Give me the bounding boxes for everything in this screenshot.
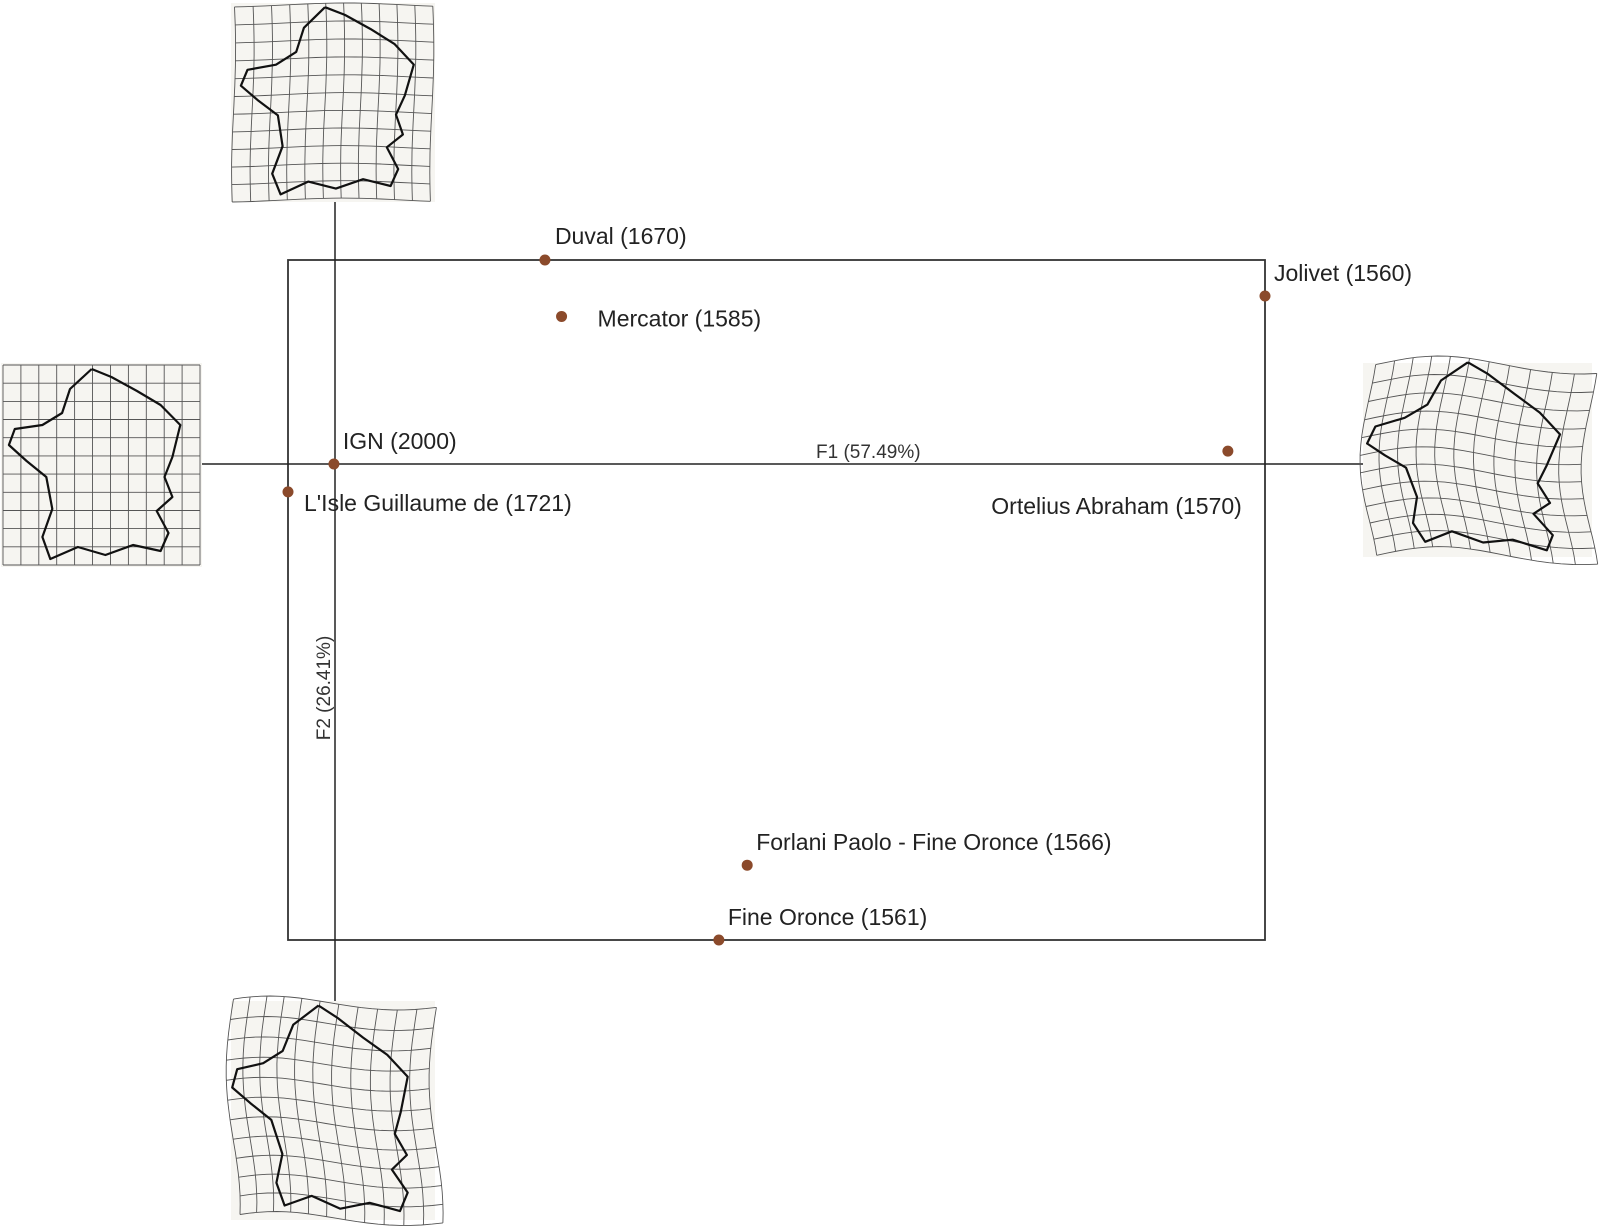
data-point-label: IGN (2000): [343, 428, 457, 454]
data-point-label: Forlani Paolo - Fine Oronce (1566): [756, 829, 1111, 855]
data-point: [1222, 445, 1234, 457]
f2-axis-label: F2 (26.41%): [314, 636, 335, 741]
data-point: [713, 934, 725, 946]
data-point-label: Fine Oronce (1561): [728, 904, 927, 930]
data-point: [539, 254, 551, 266]
data-point-label: Duval (1670): [555, 223, 687, 249]
points-layer: Duval (1670) Mercator (1585) Jolivet (1560…: [282, 223, 1412, 946]
data-point: [1259, 290, 1271, 302]
data-point: [282, 486, 294, 498]
data-point: [556, 310, 568, 322]
data-point-label: Ortelius Abraham (1570): [991, 493, 1242, 519]
data-point: [741, 859, 753, 871]
f1-axis-label: F1 (57.49%): [816, 442, 921, 463]
map-grid-right: [1359, 355, 1599, 566]
data-point-label: L'Isle Guillaume de (1721): [304, 490, 572, 516]
data-point-label: Mercator (1585): [598, 305, 762, 331]
map-grid-bottom: [225, 995, 444, 1226]
plot-frame: [287, 259, 1266, 941]
map-grid-left: [1, 363, 202, 567]
map-grid-top: [231, 2, 435, 203]
data-point-label: Jolivet (1560): [1274, 260, 1412, 286]
data-point: [328, 458, 340, 470]
